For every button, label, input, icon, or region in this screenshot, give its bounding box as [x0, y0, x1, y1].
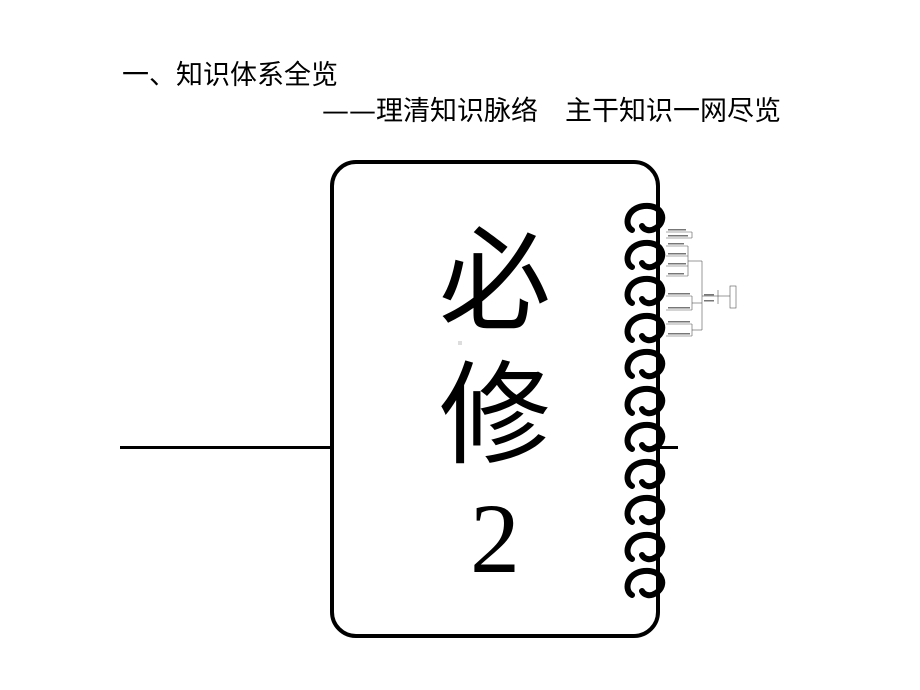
binder-ring	[624, 421, 666, 453]
binder-ring	[624, 239, 666, 270]
section-heading: 一、知识体系全览	[122, 60, 338, 91]
notebook-cover[interactable]: 必 修 2	[330, 160, 660, 638]
cover-title-line-2: 修	[439, 351, 551, 481]
binder-ring	[624, 348, 666, 380]
binder-ring	[624, 531, 666, 562]
section-subheading: ——理清知识脉络 主干知识一网尽览	[322, 96, 781, 127]
cover-title-line-1: 必	[439, 217, 551, 347]
stray-dot	[458, 341, 462, 345]
binder-ring	[624, 202, 666, 234]
connector-line-right	[660, 446, 678, 449]
binder-ring	[624, 312, 666, 343]
binder-rings	[618, 200, 688, 600]
binder-ring	[624, 385, 666, 416]
cover-title-line-3: 2	[470, 483, 520, 594]
mini-outline-diagram	[666, 229, 737, 337]
binder-ring	[624, 567, 666, 599]
connector-line	[120, 446, 333, 449]
binder-ring	[624, 458, 666, 489]
binder-ring	[624, 494, 666, 526]
binder-ring	[624, 275, 666, 307]
